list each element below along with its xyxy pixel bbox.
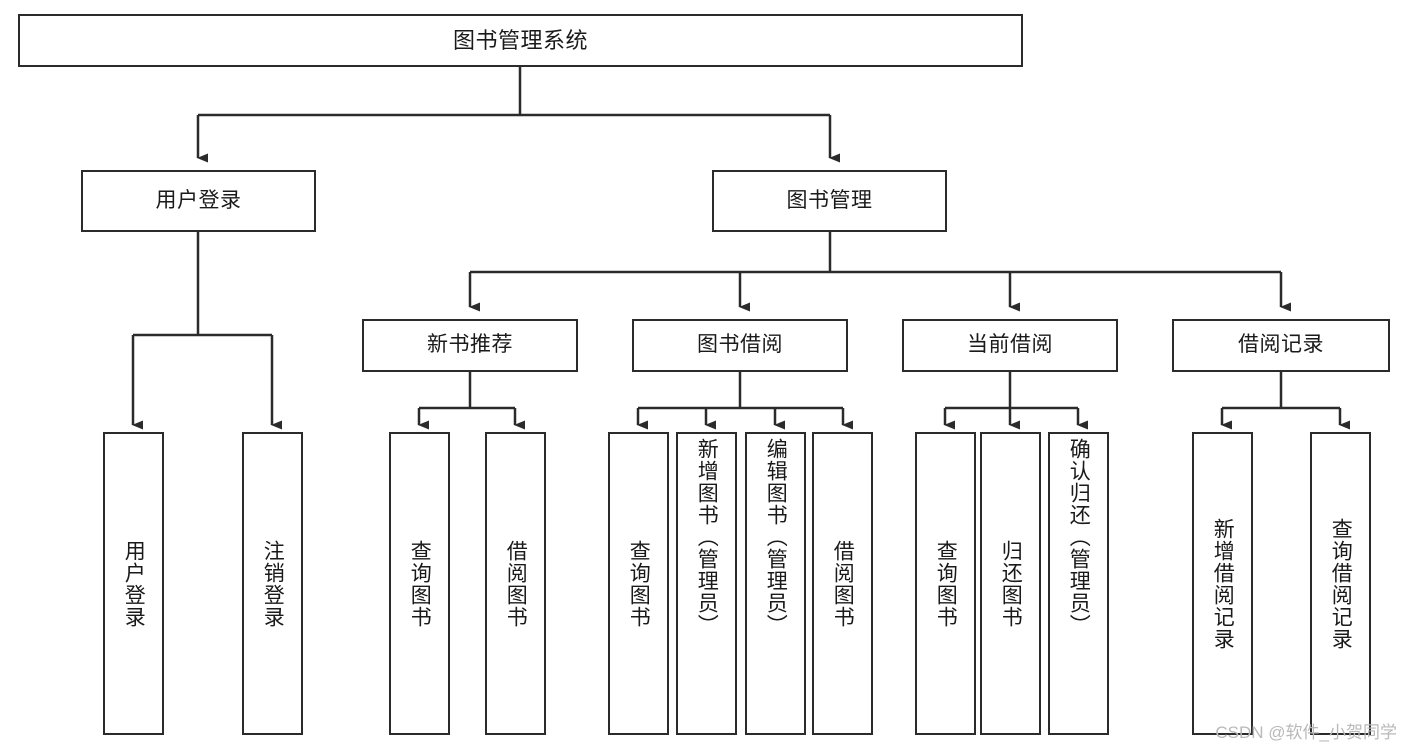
node-label: 图书管理系统 bbox=[452, 27, 588, 53]
leaf-user-login-login[interactable]: 用户登录 bbox=[103, 432, 164, 735]
node-borrow-records[interactable]: 借阅记录 bbox=[1172, 319, 1390, 372]
node-new-book-recommend[interactable]: 新书推荐 bbox=[362, 319, 578, 372]
leaf-user-login-logout[interactable]: 注销登录 bbox=[242, 432, 303, 735]
node-label: 确认归还（管理员） bbox=[1067, 438, 1091, 636]
node-label: 新书推荐 bbox=[427, 333, 513, 357]
leaf-current-borrow-return-book[interactable]: 归还图书 bbox=[980, 432, 1041, 735]
csdn-watermark: CSDN @软件_小贺同学 bbox=[1215, 723, 1397, 742]
leaf-current-borrow-confirm-return-admin[interactable]: 确认归还（管理员） bbox=[1048, 432, 1109, 735]
leaf-book-borrow-edit-book-admin[interactable]: 编辑图书（管理员） bbox=[745, 432, 806, 735]
node-book-borrow[interactable]: 图书借阅 bbox=[632, 319, 848, 372]
leaf-new-book-query-book[interactable]: 查询图书 bbox=[389, 432, 450, 735]
leaf-borrow-records-query-record[interactable]: 查询借阅记录 bbox=[1310, 432, 1371, 735]
node-label: 当前借阅 bbox=[967, 333, 1053, 357]
node-label: 新增图书（管理员） bbox=[695, 438, 719, 636]
node-label: 图书管理 bbox=[786, 188, 873, 212]
node-label: 归还图书 bbox=[999, 539, 1023, 628]
node-label: 查询图书 bbox=[627, 539, 651, 628]
leaf-book-borrow-query-book[interactable]: 查询图书 bbox=[608, 432, 669, 735]
leaf-borrow-records-add-record[interactable]: 新增借阅记录 bbox=[1192, 432, 1253, 735]
node-label: 查询借阅记录 bbox=[1329, 517, 1353, 650]
node-label: 新增借阅记录 bbox=[1211, 517, 1235, 650]
node-root-book-management-system[interactable]: 图书管理系统 bbox=[18, 14, 1023, 67]
leaf-book-borrow-borrow-book[interactable]: 借阅图书 bbox=[812, 432, 873, 735]
node-label: 编辑图书（管理员） bbox=[764, 438, 788, 636]
node-current-borrow[interactable]: 当前借阅 bbox=[902, 319, 1118, 372]
leaf-current-borrow-query-book[interactable]: 查询图书 bbox=[915, 432, 976, 735]
leaf-book-borrow-add-book-admin[interactable]: 新增图书（管理员） bbox=[676, 432, 737, 735]
leaf-new-book-borrow-book[interactable]: 借阅图书 bbox=[485, 432, 546, 735]
node-label: 查询图书 bbox=[408, 539, 432, 628]
node-label: 用户登录 bbox=[155, 188, 242, 212]
node-user-login[interactable]: 用户登录 bbox=[81, 170, 316, 232]
node-label: 图书借阅 bbox=[697, 333, 783, 357]
node-label: 借阅记录 bbox=[1238, 333, 1324, 357]
node-label: 借阅图书 bbox=[831, 539, 855, 628]
node-label: 用户登录 bbox=[122, 539, 146, 628]
node-label: 注销登录 bbox=[261, 539, 285, 628]
node-book-management[interactable]: 图书管理 bbox=[712, 170, 947, 232]
node-label: 查询图书 bbox=[934, 539, 958, 628]
node-label: 借阅图书 bbox=[504, 539, 528, 628]
